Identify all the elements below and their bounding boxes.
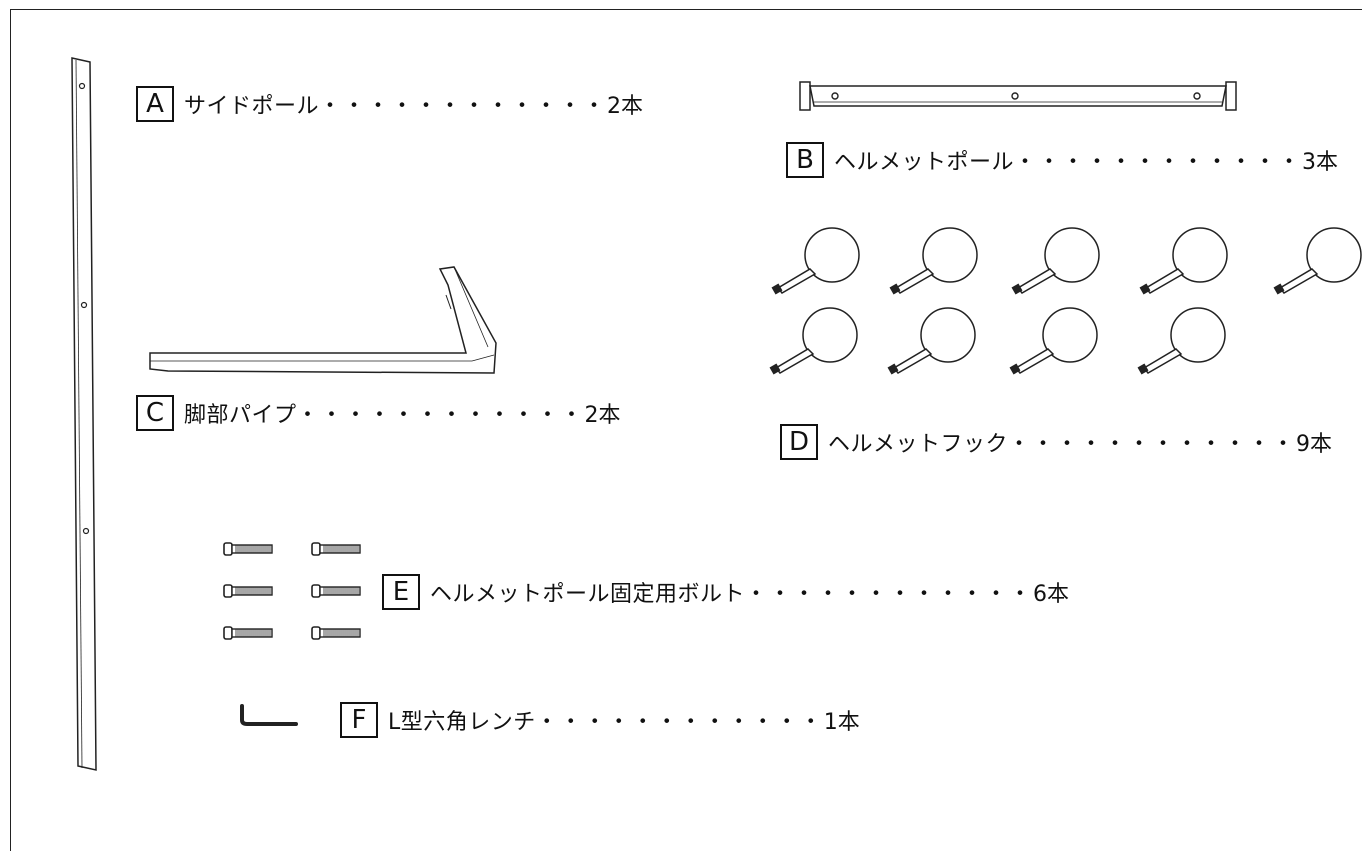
hex-wrench-icon bbox=[240, 704, 298, 726]
part-letter-box: E bbox=[382, 574, 420, 610]
leader-dots: ・・・・・・・・・・・・ bbox=[319, 94, 608, 119]
part-name: サイドポール bbox=[184, 94, 320, 119]
helmet-hook-icon bbox=[1273, 227, 1362, 295]
part-name: ヘルメットポール固定用ボルト bbox=[430, 582, 746, 607]
part-f-label: F L型六角レンチ ・・・・・・・・・・・・ 1本 bbox=[340, 702, 860, 738]
bolt-icon bbox=[311, 584, 361, 598]
part-quantity: 2本 bbox=[584, 403, 621, 428]
helmet-hook-icon bbox=[1139, 227, 1228, 295]
part-name: 脚部パイプ bbox=[184, 403, 297, 428]
helmet-hook-icon bbox=[1137, 307, 1226, 375]
part-name: ヘルメットフック bbox=[828, 432, 1009, 457]
part-letter-box: F bbox=[340, 702, 378, 738]
helmet-hook-icon bbox=[769, 307, 858, 375]
bolt-icon bbox=[311, 542, 361, 556]
part-letter-box: D bbox=[780, 424, 818, 460]
part-letter-box: C bbox=[136, 395, 174, 431]
part-letter-box: A bbox=[136, 86, 174, 122]
part-e-label: E ヘルメットポール固定用ボルト ・・・・・・・・・・・・ 6本 bbox=[382, 574, 1069, 610]
leader-dots: ・・・・・・・・・・・・ bbox=[1008, 432, 1297, 457]
part-d-label: D ヘルメットフック ・・・・・・・・・・・・ 9本 bbox=[780, 424, 1332, 460]
leader-dots: ・・・・・・・・・・・・ bbox=[745, 582, 1034, 607]
leader-dots: ・・・・・・・・・・・・ bbox=[535, 710, 824, 735]
part-letter-box: B bbox=[786, 142, 824, 178]
bolt-icon bbox=[223, 626, 273, 640]
leader-dots: ・・・・・・・・・・・・ bbox=[1014, 150, 1303, 175]
bolt-icon bbox=[223, 584, 273, 598]
part-b-label: B ヘルメットポール ・・・・・・・・・・・・ 3本 bbox=[786, 142, 1338, 178]
part-name: L型六角レンチ bbox=[388, 710, 536, 735]
leg-pipe-icon bbox=[149, 266, 497, 374]
bolt-icon bbox=[223, 542, 273, 556]
helmet-pole-icon bbox=[799, 81, 1237, 111]
part-name: ヘルメットポール bbox=[834, 150, 1015, 175]
helmet-hook-icon bbox=[887, 307, 976, 375]
part-c-label: C 脚部パイプ ・・・・・・・・・・・・ 2本 bbox=[136, 395, 621, 431]
bolt-icon bbox=[311, 626, 361, 640]
part-quantity: 6本 bbox=[1033, 582, 1070, 607]
leader-dots: ・・・・・・・・・・・・ bbox=[296, 403, 585, 428]
helmet-hook-icon bbox=[1011, 227, 1100, 295]
part-a-label: A サイドポール ・・・・・・・・・・・・ 2本 bbox=[136, 86, 643, 122]
helmet-hook-icon bbox=[889, 227, 978, 295]
part-quantity: 2本 bbox=[607, 94, 644, 119]
part-quantity: 3本 bbox=[1302, 150, 1339, 175]
part-quantity: 9本 bbox=[1296, 432, 1333, 457]
helmet-hook-icon bbox=[771, 227, 860, 295]
page-frame bbox=[10, 9, 1362, 851]
part-quantity: 1本 bbox=[823, 710, 860, 735]
side-pole-icon bbox=[71, 57, 97, 771]
helmet-hook-icon bbox=[1009, 307, 1098, 375]
